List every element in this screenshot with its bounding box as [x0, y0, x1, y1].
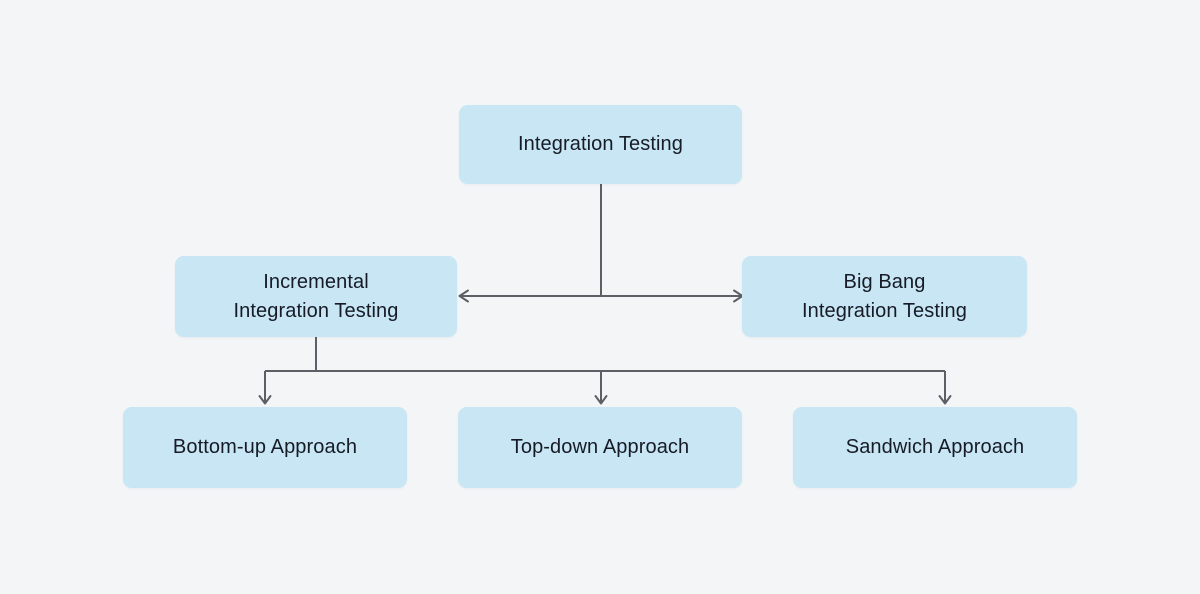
node-bottom-up-approach: Bottom-up Approach	[123, 407, 407, 488]
node-label: Big Bang Integration Testing	[802, 270, 967, 322]
node-incremental-integration-testing: Incremental Integration Testing	[175, 256, 457, 337]
node-top-down-approach: Top-down Approach	[458, 407, 742, 488]
arrowhead-left	[458, 289, 469, 303]
arrowhead-down-bottom-up	[258, 395, 272, 405]
node-label: Bottom-up Approach	[172, 436, 358, 458]
node-big-bang-integration-testing: Big Bang Integration Testing	[742, 256, 1027, 337]
arrowhead-down-sandwich	[938, 395, 952, 405]
node-label: Top-down Approach	[510, 436, 690, 458]
node-integration-testing: Integration Testing	[459, 105, 742, 184]
node-label: Sandwich Approach	[845, 436, 1025, 458]
arrowhead-down-top-down	[594, 395, 608, 405]
node-label: Integration Testing	[518, 133, 683, 155]
node-label: Incremental Integration Testing	[233, 270, 399, 322]
node-sandwich-approach: Sandwich Approach	[793, 407, 1077, 488]
